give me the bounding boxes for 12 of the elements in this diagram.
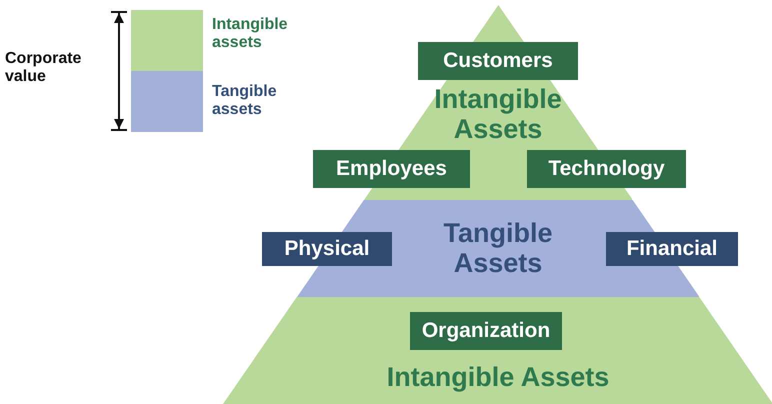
asset-tag: Physical	[262, 232, 392, 266]
asset-tag: Technology	[527, 150, 686, 188]
asset-tag: Organization	[410, 312, 562, 350]
legend-label: Tangible assets	[212, 83, 278, 119]
band-title: Tangible Assets	[442, 218, 554, 278]
asset-tag: Financial	[606, 232, 738, 266]
band-title: Intangible Assets	[433, 84, 563, 144]
legend-label: Intangible assets	[212, 16, 289, 52]
band-title: Intangible Assets	[386, 362, 610, 392]
asset-tag: Customers	[418, 42, 578, 80]
dimension-label: Corporate value	[5, 50, 82, 86]
asset-tag: Employees	[313, 150, 470, 188]
